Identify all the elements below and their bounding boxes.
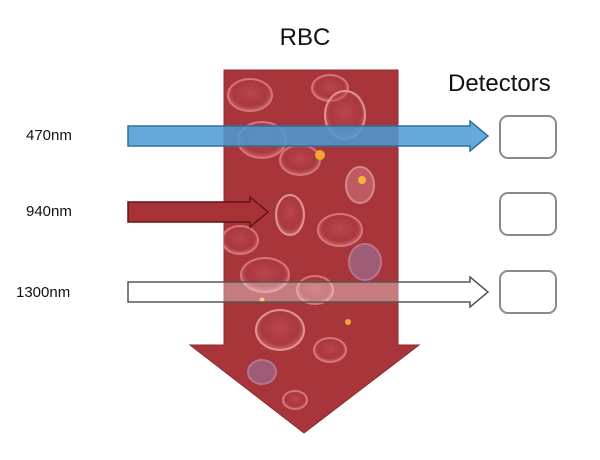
detector-box-940nm (499, 192, 557, 236)
wavelength-label-1300nm: 1300nm (16, 284, 71, 301)
detector-box-470nm (499, 115, 557, 159)
rbc-flow-arrow (188, 69, 421, 434)
beam-470nm-arrow (127, 119, 490, 153)
detectors-label: Detectors (448, 70, 551, 97)
beam-940nm-arrow (127, 195, 270, 229)
rbc-title: RBC (279, 24, 331, 51)
detector-box-1300nm (499, 270, 557, 314)
wavelength-label-470nm: 470nm (26, 127, 72, 144)
wavelength-label-940nm: 940nm (26, 203, 72, 220)
rbc-flow-arrow-body (188, 69, 421, 434)
beam-1300nm-arrow (127, 275, 490, 309)
detectors (499, 115, 557, 314)
